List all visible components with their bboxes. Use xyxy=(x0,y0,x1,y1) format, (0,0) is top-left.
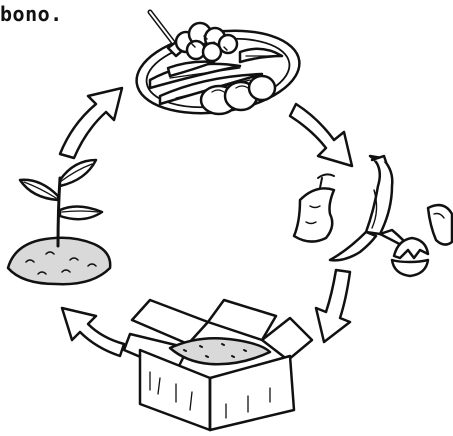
cycle-arrow-icon xyxy=(60,88,122,158)
cycle-arrow-icon xyxy=(62,308,124,356)
orange-peel-icon xyxy=(428,205,452,244)
compost-box-icon xyxy=(124,300,312,430)
food-scraps-icon xyxy=(294,156,452,276)
sprouting-plant-icon xyxy=(8,160,110,284)
cycle-arrow-icon xyxy=(290,104,352,166)
apple-core-icon xyxy=(294,174,334,241)
plate-of-food-icon xyxy=(131,12,305,123)
cycle-arrow-icon xyxy=(316,270,350,342)
